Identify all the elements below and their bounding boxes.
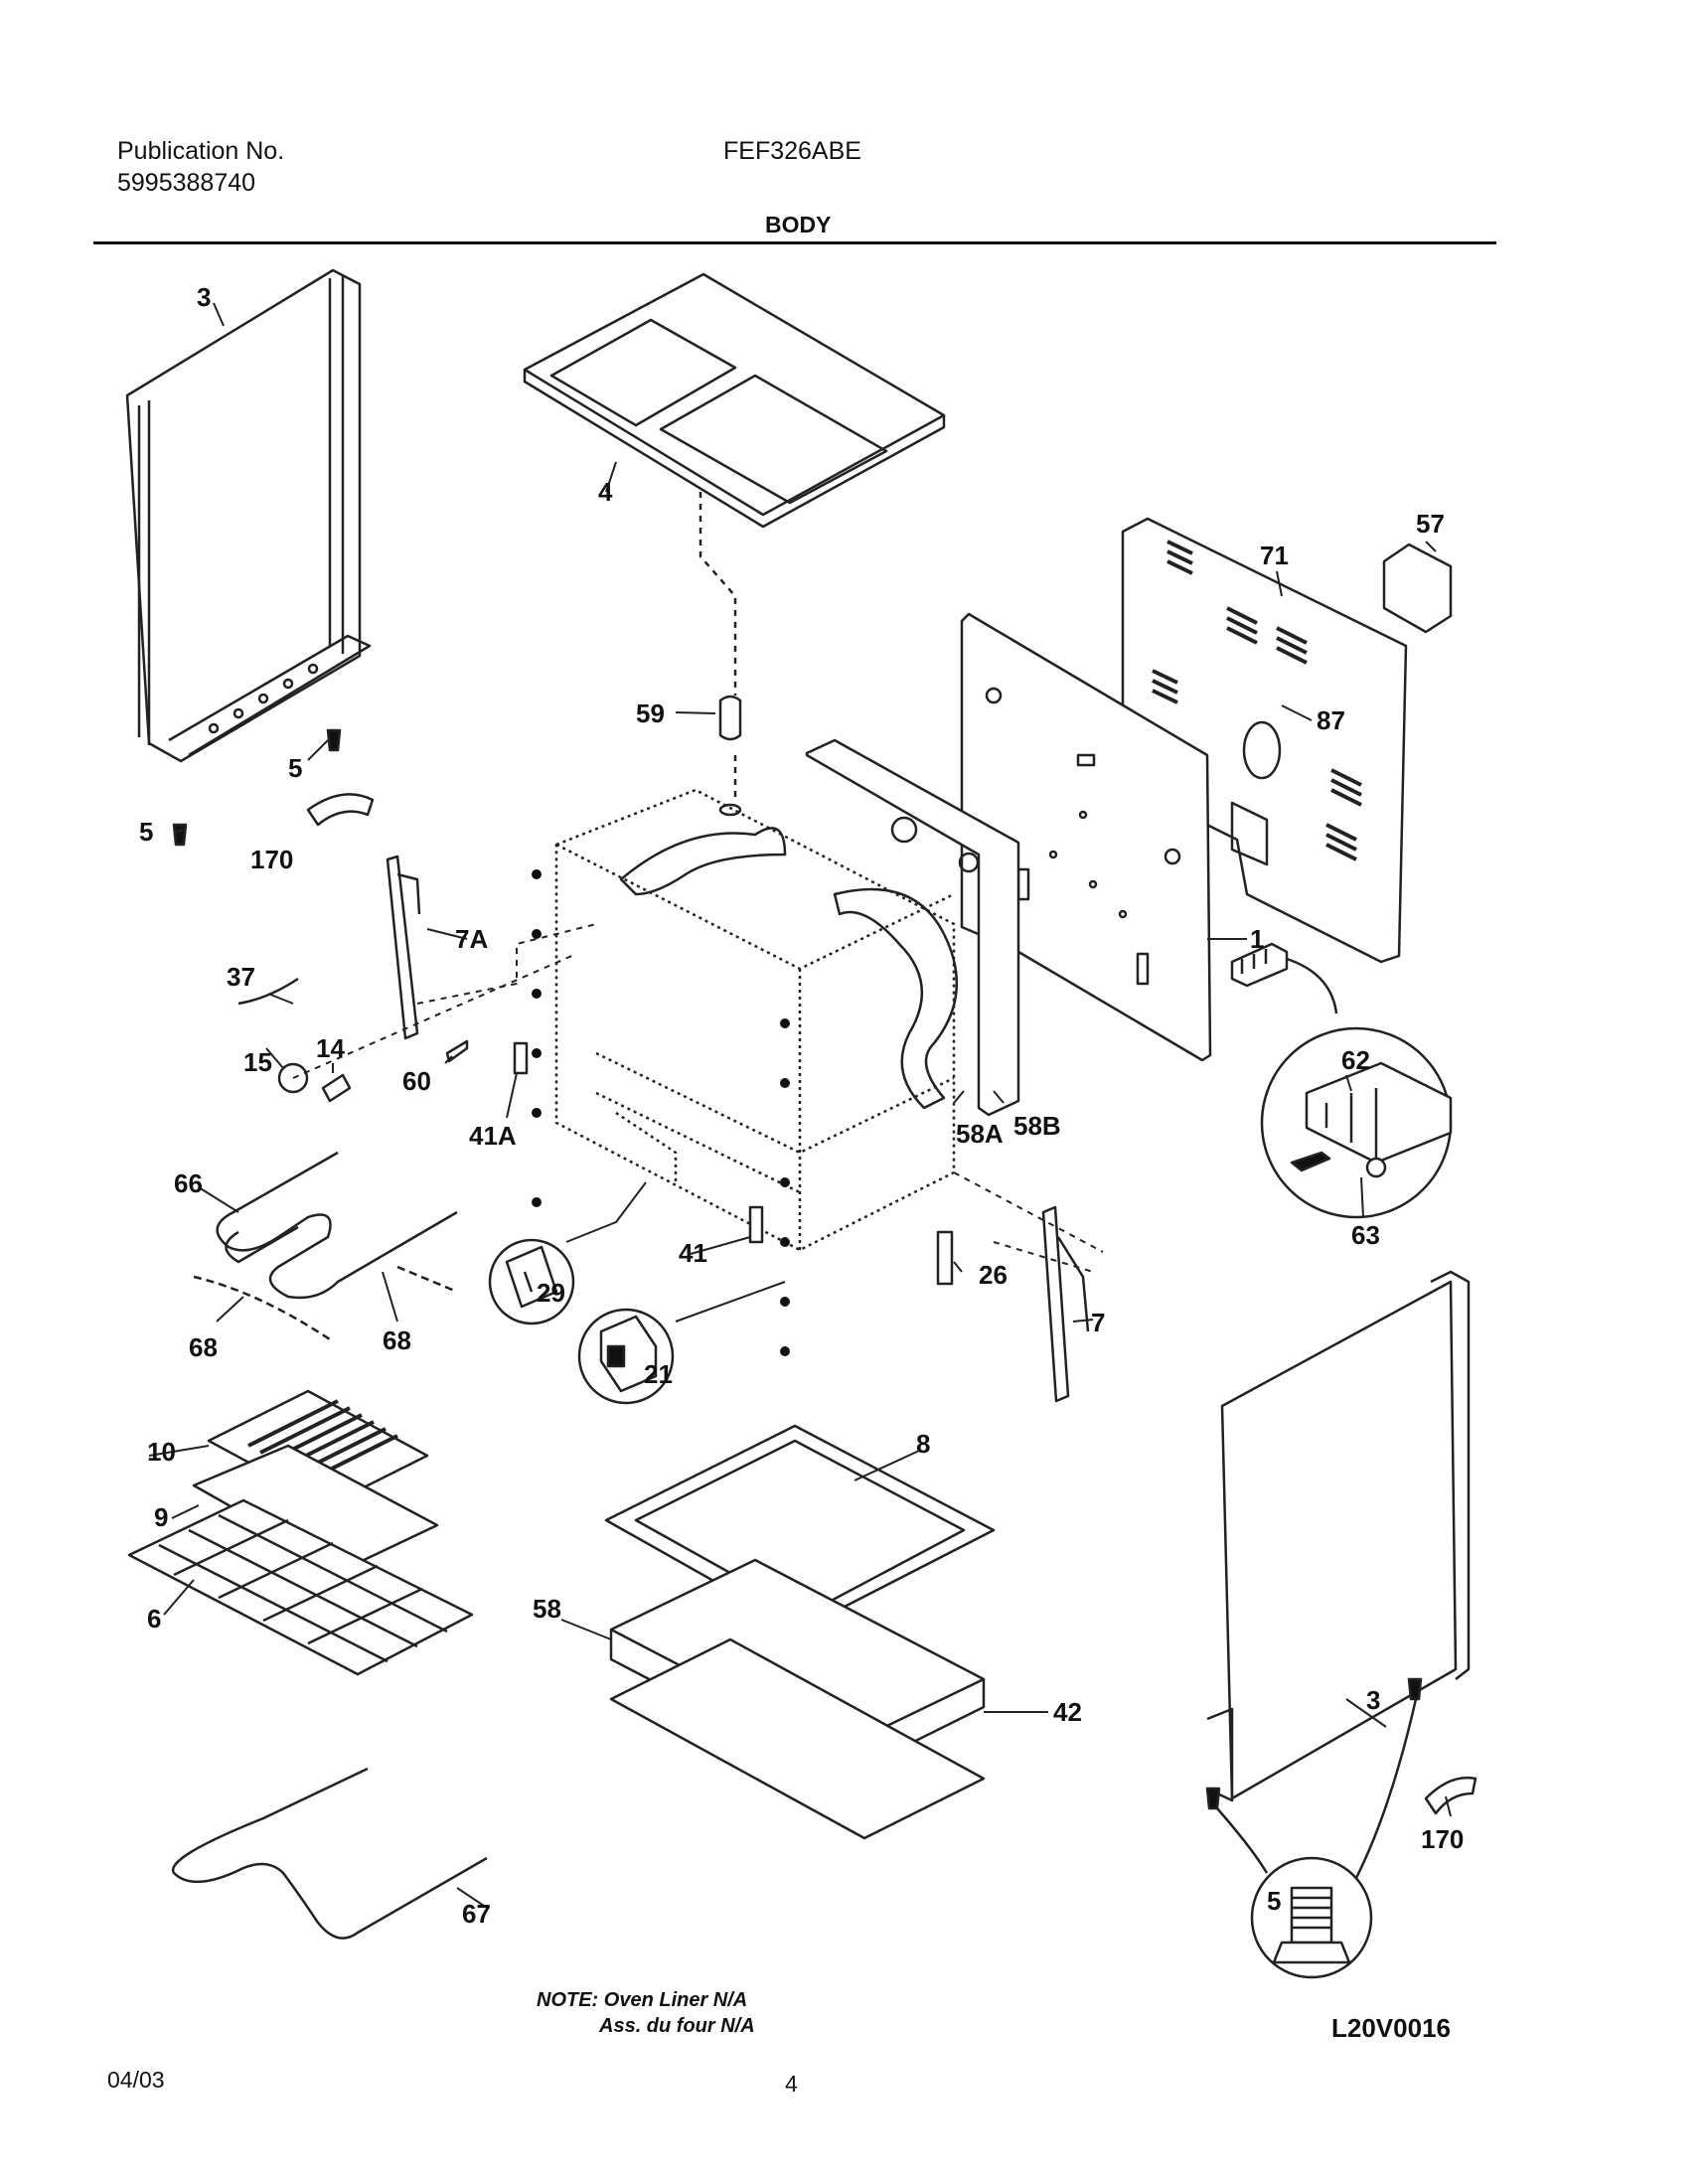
callout-7a: 7A <box>455 924 488 954</box>
callout-59: 59 <box>636 699 665 728</box>
bottom-panel-42 <box>609 1637 986 1840</box>
callout-21: 21 <box>644 1359 673 1389</box>
diagram-code: L20V0016 <box>1331 2013 1451 2043</box>
publication-number: 5995388740 <box>117 169 256 197</box>
callout-42: 42 <box>1053 1697 1082 1727</box>
callout-66: 66 <box>174 1168 203 1198</box>
callout-87: 87 <box>1317 705 1345 735</box>
lamp-socket <box>321 1073 352 1103</box>
callout-1: 1 <box>1250 924 1264 954</box>
side-panel-right <box>1206 1270 1471 1802</box>
publication-label: Publication No. <box>117 137 285 165</box>
callout-71: 71 <box>1260 541 1289 570</box>
clip-29-inset <box>488 1238 575 1325</box>
callout-57: 57 <box>1416 509 1445 539</box>
callout-67: 67 <box>462 1899 491 1929</box>
note-line-1: NOTE: Oven Liner N/A <box>537 1989 748 2011</box>
footer-date: 04/03 <box>107 2067 165 2093</box>
oven-rack <box>127 1498 474 1676</box>
spacer-post <box>718 695 742 741</box>
callout-63: 63 <box>1351 1220 1380 1250</box>
top-panel <box>523 272 946 529</box>
broil-element <box>193 1151 458 1343</box>
callout-41a: 41A <box>469 1121 517 1151</box>
callout-10: 10 <box>147 1437 176 1467</box>
model-number: FEF326ABE <box>723 137 861 165</box>
callout-6: 6 <box>147 1604 161 1634</box>
callout-3-left: 3 <box>197 282 211 312</box>
side-panel-left <box>125 268 372 763</box>
leveling-clip-left <box>306 793 375 827</box>
leveling-leg-inset <box>1216 1698 1418 1979</box>
callout-5-a: 5 <box>288 753 302 783</box>
page-number: 4 <box>785 2071 798 2097</box>
bake-element <box>171 1767 488 1940</box>
hinge-left <box>386 855 421 1040</box>
callout-7: 7 <box>1091 1308 1105 1337</box>
callout-37: 37 <box>227 962 255 992</box>
bracket-26 <box>936 1230 954 1286</box>
oven-cavity <box>554 788 956 1252</box>
broiler-pan-grid <box>207 1389 429 1507</box>
section-title: BODY <box>765 212 832 237</box>
callout-68-left: 68 <box>189 1332 218 1362</box>
terminal-block-inset <box>1260 1026 1453 1219</box>
header-divider <box>93 241 1496 244</box>
callout-170-right: 170 <box>1421 1824 1464 1854</box>
callout-41: 41 <box>679 1238 707 1268</box>
back-wall <box>960 612 1338 1062</box>
callout-68-right: 68 <box>383 1325 411 1355</box>
leveling-clip-right <box>1424 1776 1477 1815</box>
callout-5-inset: 5 <box>1267 1886 1281 1916</box>
clip-41a <box>513 1041 529 1075</box>
note-line-2: Ass. du four N/A <box>599 2015 755 2037</box>
access-plate <box>1382 543 1453 634</box>
callout-58: 58 <box>533 1594 561 1624</box>
callout-60: 60 <box>402 1066 431 1096</box>
callout-58b: 58B <box>1013 1111 1061 1141</box>
callout-3-right: 3 <box>1366 1685 1380 1715</box>
callout-15: 15 <box>243 1047 272 1077</box>
wire-37 <box>237 977 299 1006</box>
clip-41 <box>748 1205 764 1244</box>
callout-9: 9 <box>154 1502 168 1532</box>
callout-29: 29 <box>537 1278 565 1308</box>
callout-4: 4 <box>598 477 613 507</box>
callout-5-b: 5 <box>139 817 153 847</box>
callout-58a: 58A <box>956 1119 1004 1149</box>
insulation-blanket <box>619 738 1020 1117</box>
callout-8: 8 <box>916 1429 930 1459</box>
callout-170-left: 170 <box>250 845 293 874</box>
callout-62: 62 <box>1341 1045 1370 1075</box>
callout-26: 26 <box>979 1260 1008 1290</box>
block-21-inset <box>577 1308 675 1405</box>
callout-14: 14 <box>316 1033 345 1063</box>
hinge-right <box>1041 1205 1090 1403</box>
